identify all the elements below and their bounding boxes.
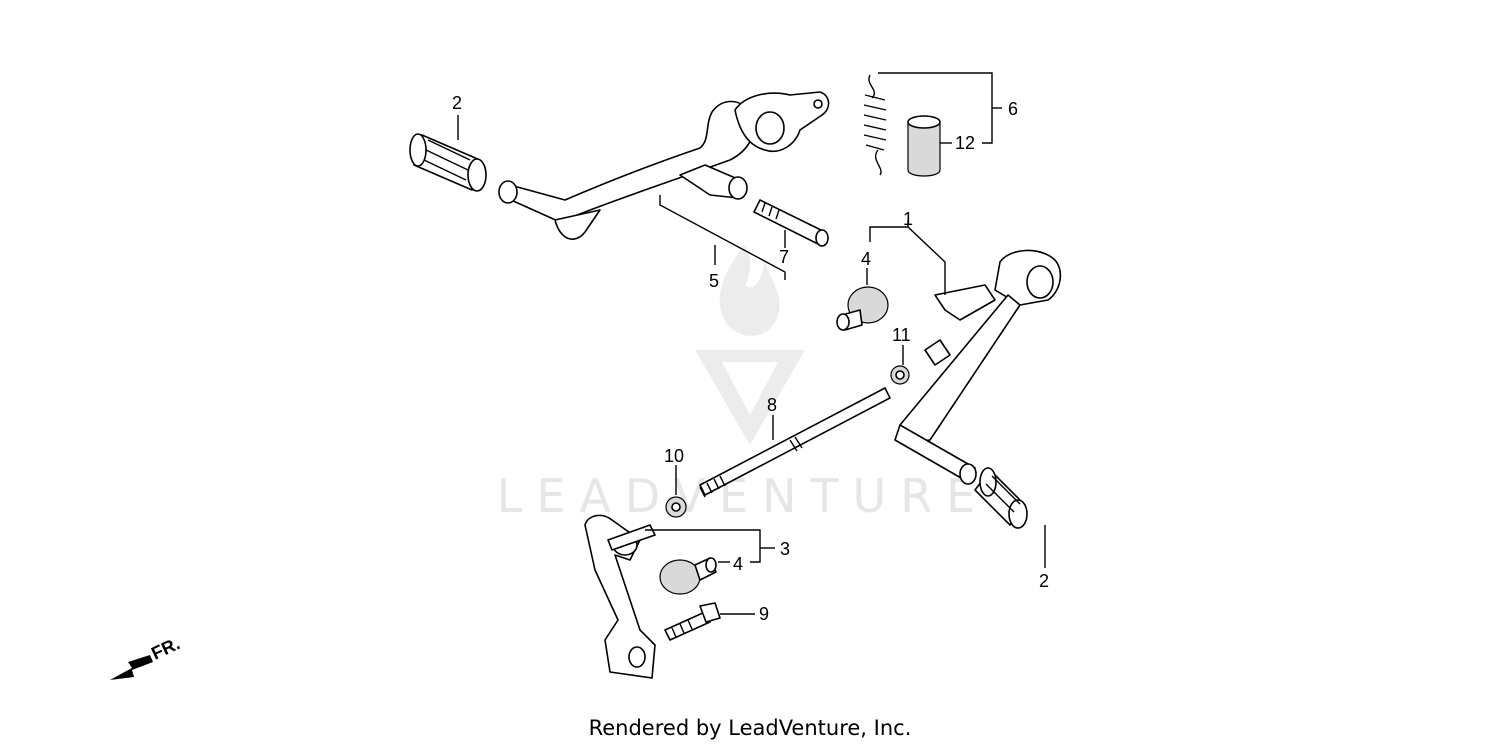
collar-part-12[interactable]	[907, 115, 941, 177]
callout-10: 10	[664, 446, 684, 466]
callout-4-lower: 4	[733, 554, 743, 574]
shift-arm-part-3[interactable]	[584, 514, 656, 679]
ball-joint-part-4-lower[interactable]	[659, 557, 717, 595]
callout-4-upper: 4	[861, 249, 871, 269]
rubber-grip-part-2-upper[interactable]	[409, 133, 487, 192]
watermark: LEADVENTURE	[497, 245, 990, 523]
pivot-bolt-part-7[interactable]	[753, 199, 829, 247]
callout-11: 11	[892, 325, 911, 345]
callout-1: 1	[903, 209, 913, 229]
callout-3: 3	[780, 539, 790, 559]
direction-label: FR.	[148, 633, 183, 663]
callout-2-upper: 2	[452, 93, 462, 113]
return-spring-part-6[interactable]	[863, 74, 887, 176]
callout-2-lower: 2	[1039, 571, 1049, 591]
brake-pedal-part-5[interactable]	[498, 91, 830, 240]
callout-9: 9	[759, 604, 769, 624]
front-direction-marker: FR.	[110, 633, 183, 680]
tie-rod-part-8[interactable]	[699, 387, 891, 498]
nut-part-11[interactable]	[890, 365, 910, 385]
callout-labels: 2 5 7 6 12 1 4 11 8 10 3 4 9 2	[452, 93, 1049, 624]
watermark-text: LEADVENTURE	[497, 469, 990, 523]
arrow-left-icon	[110, 655, 153, 680]
callout-8: 8	[767, 395, 777, 415]
bolt-part-9[interactable]	[664, 602, 721, 641]
callout-6: 6	[1008, 99, 1018, 119]
callout-12: 12	[955, 133, 975, 153]
callout-7: 7	[779, 247, 789, 267]
change-pedal-part-1[interactable]	[894, 249, 1062, 485]
rubber-grip-part-2-lower[interactable]	[974, 467, 1028, 529]
leader-lines	[457, 72, 1046, 615]
watermark-v-icon	[695, 350, 805, 445]
watermark-flame-icon	[719, 245, 780, 336]
ball-joint-part-4-upper[interactable]	[836, 286, 889, 331]
render-credit: Rendered by LeadVenture, Inc.	[588, 716, 912, 740]
callout-5: 5	[709, 271, 719, 291]
nut-part-10[interactable]	[665, 496, 687, 518]
